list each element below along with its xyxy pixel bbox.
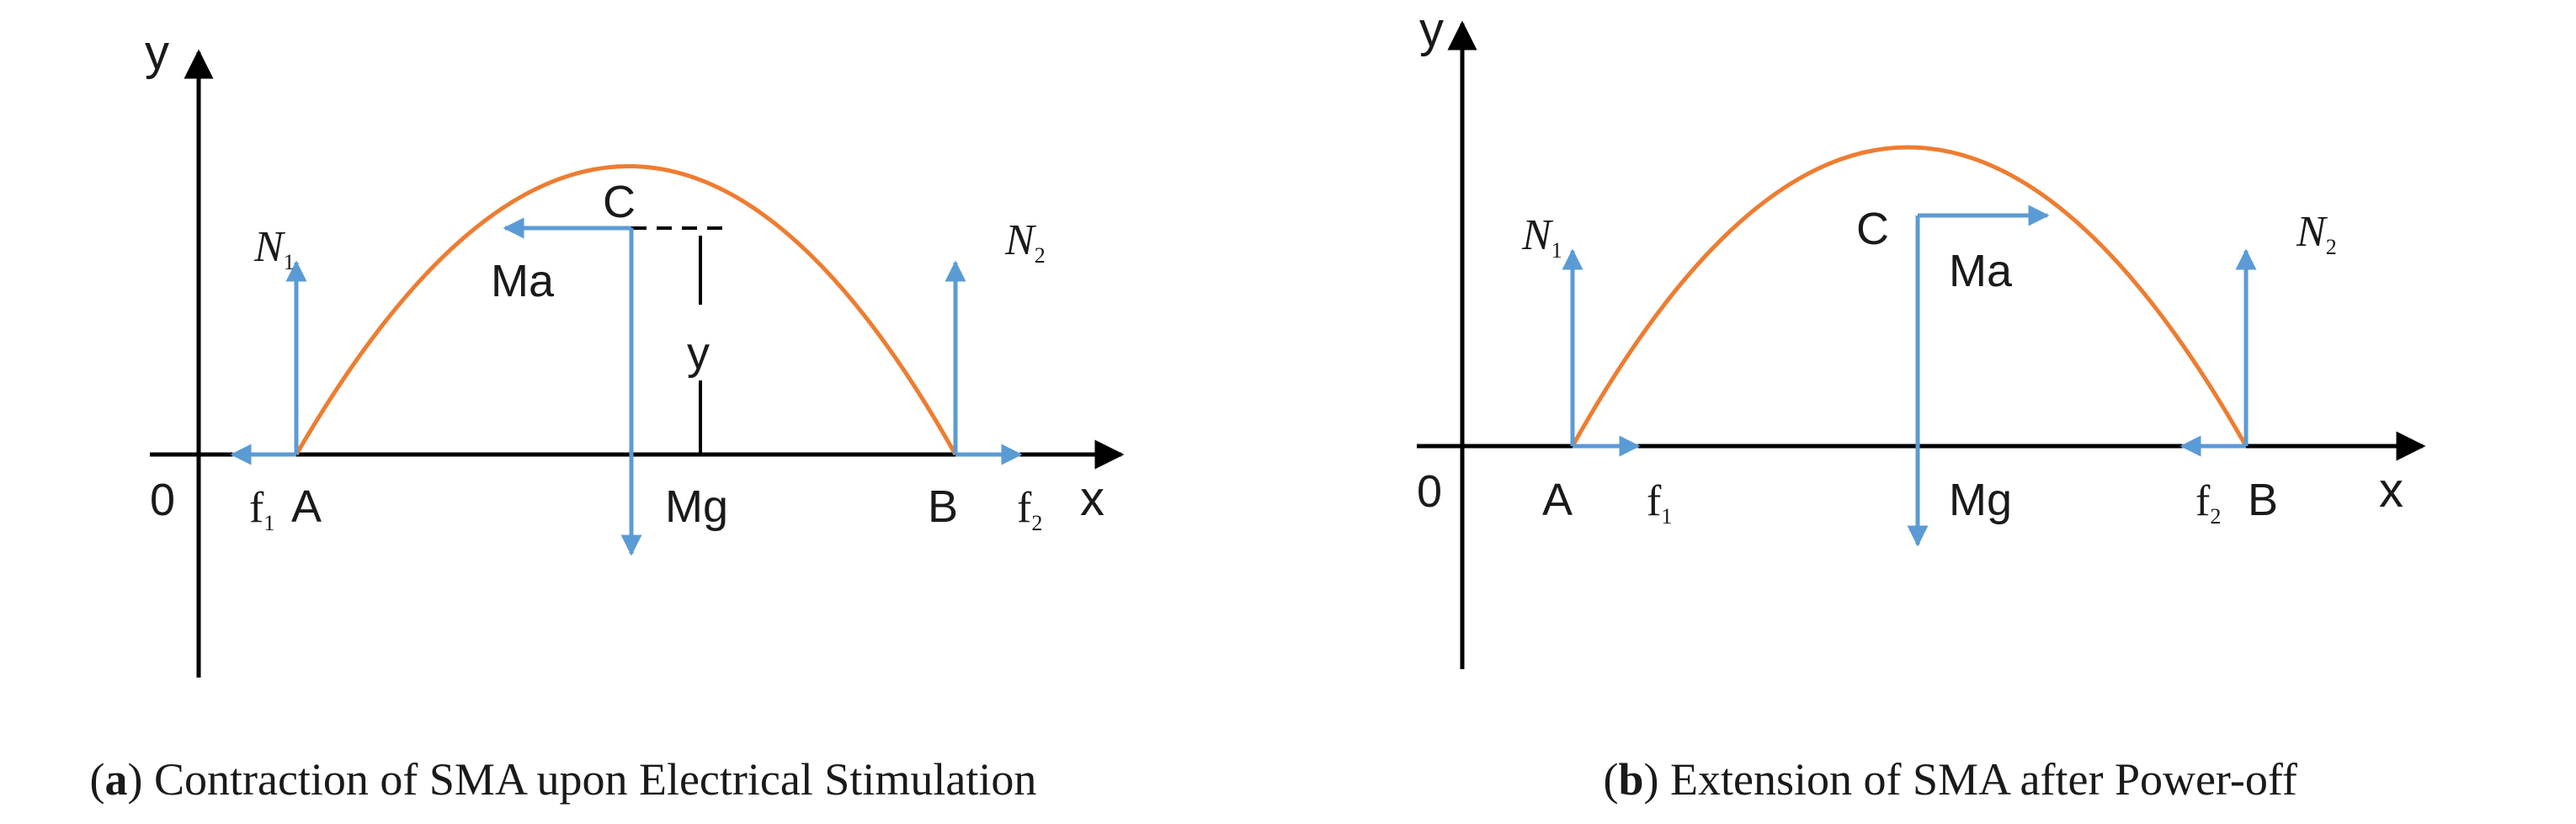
panel-a-caption: (a) Contraction of SMA upon Electrical S…	[10, 754, 1094, 805]
y-axis-label: y	[1419, 3, 1444, 57]
f1-sub: 1	[263, 511, 274, 535]
origin-label: 0	[1417, 466, 1442, 517]
n2-sub: 2	[1035, 243, 1046, 268]
f2-base: f	[2195, 477, 2211, 525]
point-c-label: C	[1856, 204, 1889, 254]
f2-label: f2	[2172, 477, 2238, 529]
n1-base: N	[1521, 211, 1554, 259]
point-a-label: A	[1542, 475, 1573, 525]
point-a-label: A	[291, 481, 322, 532]
panel-a-tag: a	[104, 754, 127, 805]
origin-label: 0	[150, 475, 175, 525]
n2-base: N	[1004, 216, 1037, 264]
panel-a-caption-text: Contraction of SMA upon Electrical Stimu…	[142, 754, 1036, 805]
f2-sub: 2	[2210, 504, 2221, 529]
sma-arc	[1570, 145, 2249, 448]
n2-sub: 2	[2326, 235, 2337, 259]
panel-a: y x 0 A B C Ma Mg y N1 N2 f1 f2 (a) Cont…	[10, 25, 1125, 805]
y-axis-label: y	[145, 25, 169, 80]
f1-sub: 1	[1661, 504, 1672, 529]
f1-base: f	[249, 484, 264, 532]
f1-base: f	[1647, 477, 1662, 525]
n2-label: N2	[2273, 208, 2354, 259]
point-b-label: B	[2248, 475, 2278, 525]
n1-sub: 1	[284, 250, 295, 274]
f2-sub: 2	[1031, 511, 1042, 535]
x-axis-label: x	[2379, 463, 2403, 518]
panel-b-caption: (b) Extension of SMA after Power-off	[1524, 754, 2354, 805]
n2-label: N2	[982, 216, 1062, 268]
ma-label: Ma	[491, 256, 555, 306]
f2-base: f	[1017, 484, 1032, 532]
n1-base: N	[253, 223, 286, 271]
n1-label: N1	[1498, 211, 1579, 263]
point-c-label: C	[603, 177, 636, 227]
n1-label: N1	[231, 223, 311, 274]
mg-label: Mg	[1949, 475, 2012, 525]
panel-b: y x 0 A B C Ma Mg N1 N2 f1 f2 (b) Extens…	[1417, 3, 2426, 805]
point-b-label: B	[928, 481, 958, 532]
f1-label: f1	[1623, 477, 1689, 529]
n1-sub: 1	[1551, 238, 1562, 263]
f2-label: f2	[993, 484, 1059, 535]
panel-b-caption-text: Extension of SMA after Power-off	[1659, 754, 2297, 805]
ma-label: Ma	[1949, 246, 2013, 296]
sma-arc	[294, 164, 958, 456]
x-axis-label: x	[1080, 471, 1104, 526]
f1-label: f1	[226, 484, 291, 535]
height-label: y	[687, 328, 710, 379]
n2-base: N	[2296, 208, 2329, 256]
panel-b-tag: b	[1618, 754, 1643, 805]
mg-label: Mg	[665, 481, 728, 532]
